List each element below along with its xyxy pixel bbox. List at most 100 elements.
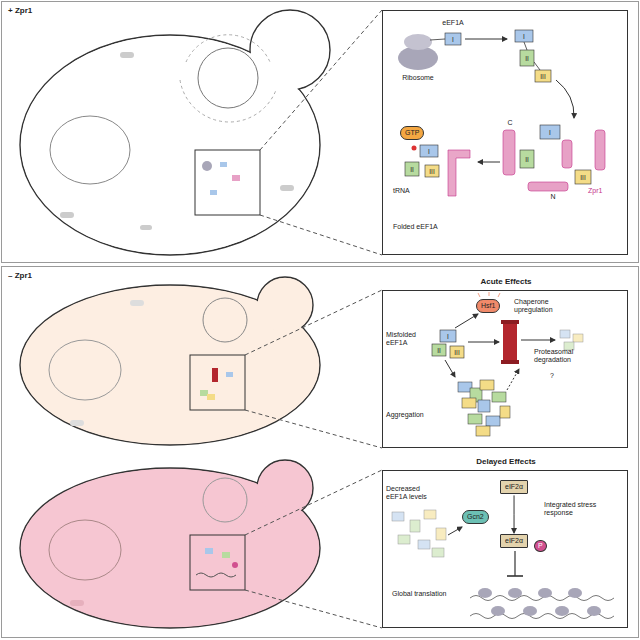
yeast-cell bbox=[70, 420, 84, 426]
yeast-cell bbox=[232, 562, 238, 568]
folding-cycle bbox=[503, 130, 515, 175]
acute-effects-art bbox=[507, 369, 519, 390]
yeast-cell bbox=[20, 277, 382, 448]
eef1a-domain bbox=[432, 344, 446, 356]
yeast-cell bbox=[258, 278, 312, 332]
acute-effects-art bbox=[462, 398, 476, 408]
folding-cycle bbox=[534, 62, 540, 70]
acute-effects-art bbox=[458, 380, 510, 436]
yeast-cell bbox=[70, 600, 84, 606]
node-text: Gcn2 bbox=[467, 513, 484, 521]
yeast-cell bbox=[21, 11, 329, 254]
acute-effects-art bbox=[445, 292, 583, 436]
domain-label: II bbox=[520, 150, 534, 168]
node-text: eIF2α bbox=[505, 537, 523, 545]
domain-label: I bbox=[420, 145, 438, 157]
folding-cycle bbox=[524, 42, 527, 50]
folding-cycle bbox=[412, 146, 417, 151]
panel-frame: – Zpr1Acute EffectsChaperone upregulatio… bbox=[1, 266, 639, 638]
folding-cycle bbox=[595, 130, 605, 170]
folding-cycle bbox=[430, 39, 445, 40]
delayed-effects-art bbox=[568, 588, 582, 598]
acute-effects-art bbox=[468, 414, 482, 424]
acute-effects-art bbox=[489, 292, 490, 296]
domain-label: III bbox=[450, 346, 464, 358]
node-text: P bbox=[538, 542, 543, 550]
acute-effects-art bbox=[573, 334, 583, 342]
yeast-cell bbox=[20, 277, 320, 445]
domain-label: III bbox=[425, 165, 439, 177]
domain-label: III bbox=[535, 70, 551, 82]
acute-effects-art bbox=[476, 426, 490, 436]
yeast-cell bbox=[180, 80, 276, 122]
yeast-cell bbox=[198, 48, 258, 108]
node-text: GTP bbox=[405, 129, 419, 137]
panel-label: + Zpr1 bbox=[8, 6, 52, 15]
eef1a-domain bbox=[425, 165, 439, 177]
domain-label: II bbox=[520, 50, 534, 66]
eef1a-domain bbox=[535, 70, 551, 82]
eef1a-domain bbox=[420, 145, 438, 157]
delayed-effects-art bbox=[398, 535, 410, 544]
yeast-cell bbox=[20, 460, 320, 628]
state-label: Decreased eEF1A levels bbox=[386, 485, 442, 501]
acute-effects-art bbox=[501, 320, 519, 324]
inset-ground bbox=[382, 470, 628, 628]
acute-effects-art bbox=[498, 293, 500, 297]
process-label: Chaperone upregulation bbox=[514, 298, 576, 314]
state-label: Folded eEF1A bbox=[393, 223, 463, 231]
acute-effects-art bbox=[560, 330, 570, 338]
delayed-effects-art bbox=[392, 510, 446, 557]
yeast-cell bbox=[222, 552, 230, 558]
terminus-label: N bbox=[548, 193, 558, 201]
process-label: Proteasomal degradation bbox=[534, 348, 600, 364]
domain-label: II bbox=[432, 344, 446, 356]
folding-cycle bbox=[465, 39, 507, 40]
process-label: Global translation bbox=[392, 590, 462, 598]
eef1a-domain bbox=[520, 150, 534, 168]
delayed-effects-art bbox=[514, 551, 515, 576]
trna-label: tRNA bbox=[393, 187, 419, 195]
yeast-cell bbox=[196, 573, 236, 577]
folding-cycle bbox=[528, 182, 568, 191]
yeast-cell bbox=[140, 225, 152, 230]
question-mark: ? bbox=[548, 372, 556, 380]
delayed-effects-art bbox=[410, 520, 420, 532]
folding-cycle bbox=[398, 34, 605, 196]
eef1a-domain bbox=[450, 346, 464, 358]
domain-label: I bbox=[445, 33, 461, 45]
yeast-cell bbox=[49, 520, 121, 580]
inset-ground bbox=[382, 10, 628, 255]
delayed-effects-art bbox=[555, 606, 569, 616]
yeast-cell bbox=[202, 161, 212, 171]
yeast-cell bbox=[245, 410, 382, 448]
panel-label: – Zpr1 bbox=[8, 271, 52, 280]
delayed-effects-art bbox=[507, 575, 523, 577]
yeast-cell bbox=[20, 10, 382, 255]
process-label: Integrated stress response bbox=[544, 501, 614, 517]
acute-effects-art bbox=[560, 330, 583, 350]
delayed-effects-art bbox=[538, 588, 552, 598]
yeast-cell bbox=[205, 548, 213, 554]
delayed-effects-art bbox=[478, 588, 601, 616]
acute-effects-art bbox=[500, 406, 510, 418]
folding-cycle bbox=[478, 162, 500, 163]
acute-effects-art bbox=[503, 322, 517, 362]
panel-frame: + Zpr1eEF1ARibosomeCNZpr1tRNAFolded eEF1… bbox=[1, 1, 639, 263]
terminus-label: C bbox=[505, 119, 515, 127]
inset-ground bbox=[382, 290, 628, 448]
acute-effects-art bbox=[455, 314, 478, 328]
gcn2-oval: Gcn2 bbox=[462, 510, 489, 524]
yeast-cell bbox=[200, 390, 208, 396]
eef1a-domain bbox=[515, 30, 533, 42]
acute-effects-art bbox=[445, 360, 455, 377]
delayed-effects-art bbox=[436, 528, 446, 540]
inset-heading: Acute Effects bbox=[383, 277, 629, 286]
eef1a-domain bbox=[405, 162, 419, 176]
delayed-effects-art bbox=[448, 527, 462, 535]
yeast-cell bbox=[207, 394, 215, 400]
yeast-cell bbox=[203, 298, 247, 342]
yeast-cell bbox=[210, 190, 217, 195]
eef1a-domain bbox=[440, 330, 456, 342]
